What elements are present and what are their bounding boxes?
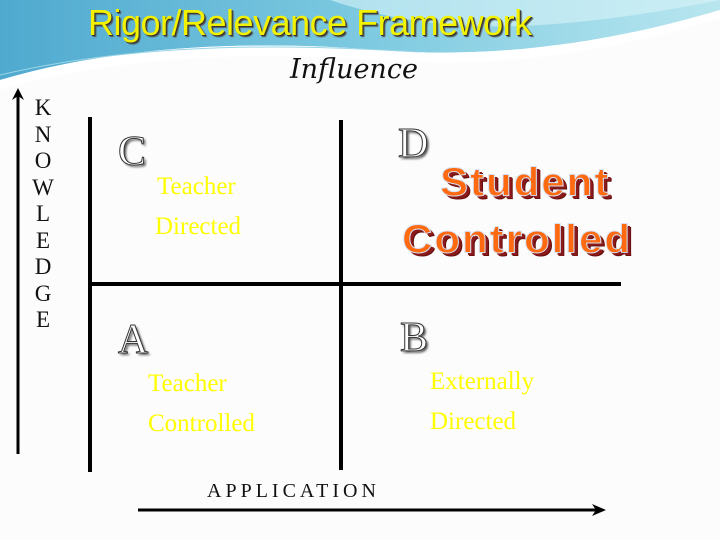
quadrant-a-line2: Controlled (148, 410, 255, 437)
y-axis-letter: L (35, 201, 51, 226)
y-axis-arrow-icon (12, 88, 24, 454)
y-axis-letter: N (34, 121, 52, 147)
y-axis-label: K N O W L E D G E (32, 95, 54, 334)
y-axis-letter: G (34, 280, 52, 306)
x-axis-label: APPLICATION (207, 480, 380, 502)
slide-title: Rigor/Relevance Framework (88, 2, 532, 43)
quadrant-a-text: Teacher Controlled (148, 364, 255, 444)
quadrant-a-line1: Teacher (148, 370, 227, 397)
quadrant-c-line1: Teacher (157, 173, 236, 200)
y-axis-letter: K (34, 95, 52, 120)
quadrant-c-line2: Directed (155, 213, 242, 240)
y-axis-letter: W (32, 174, 54, 200)
y-axis-letter: O (34, 148, 52, 173)
quadrant-b-line2: Directed (430, 408, 517, 435)
y-axis-letter: E (35, 307, 51, 332)
quadrant-d-line1: Student (439, 159, 611, 205)
quadrant-b-line1: Externally (430, 368, 535, 395)
quadrant-c-text: Teacher Directed (155, 167, 242, 247)
grid-left-line (88, 117, 92, 472)
slide-subtitle: Influence (290, 54, 418, 85)
y-axis-letter: D (34, 254, 52, 279)
quadrant-b-letter: B (399, 315, 429, 362)
quadrant-d-letter: D (397, 121, 429, 168)
quadrant-d-line2: Controlled (402, 216, 632, 262)
header-banner (0, 0, 720, 90)
grid-horizontal-line (88, 282, 621, 286)
quadrant-c-letter: C (117, 129, 147, 176)
quadrant-b-text: Externally Directed (430, 362, 534, 442)
x-axis-arrow-icon (138, 504, 606, 516)
quadrant-a-letter: A (117, 317, 149, 364)
y-axis-letter: E (35, 227, 51, 253)
grid-middle-line (339, 120, 343, 470)
